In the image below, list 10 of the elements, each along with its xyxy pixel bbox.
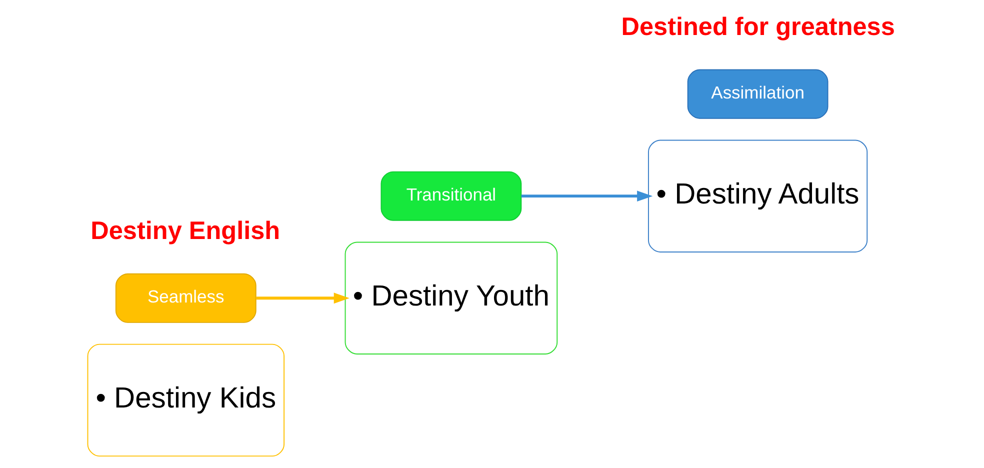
arrow (520, 190, 652, 202)
node-box: • Destiny Youth (344, 242, 558, 354)
node-box: • Destiny Adults (648, 140, 868, 252)
node-box: • Destiny Kids (86, 344, 284, 457)
node-box: Seamless (114, 273, 256, 323)
arrow (256, 292, 349, 304)
node-box: Assimilation (686, 69, 828, 119)
node-box: Transitional (380, 171, 522, 221)
label: Destiny English (90, 217, 280, 246)
label: Destined for greatness (620, 13, 894, 42)
